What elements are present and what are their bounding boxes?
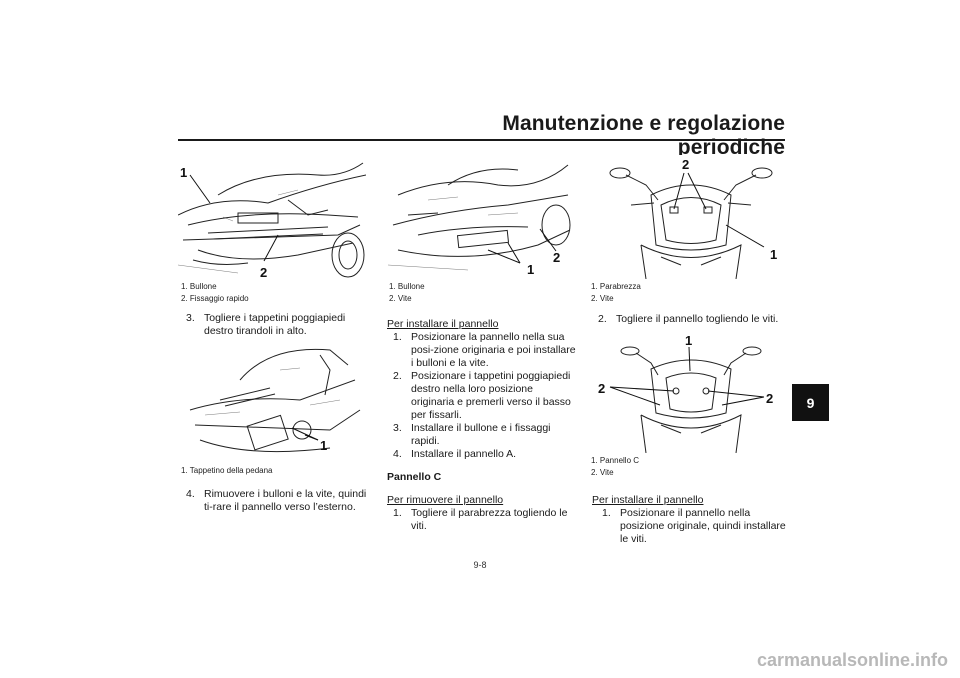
step-text: Posizionare il pannello nella posizione … [620,507,786,545]
caption-line: 2. Fissaggio rapido [181,294,249,303]
section-title: Pannello C [387,471,442,483]
step-2: 2. Togliere il pannello togliendo le vit… [598,313,786,326]
callout-1: 1 [527,262,534,277]
install-step: 2. Posizionare i tappetini poggiapiedi d… [387,370,579,422]
callout-2: 2 [598,381,605,396]
step-text: Installare il pannello A. [411,448,517,460]
page-number: 9-8 [473,560,487,570]
step-number: 1. [602,507,611,519]
panel-c-illustration: 1 2 2 [598,333,773,453]
subheading-install: Per installare il pannello [387,318,499,330]
windshield-illustration: 2 1 [609,157,777,279]
caption-line: 1. Tappetino della pedana [181,466,273,475]
caption-line: 1. Parabrezza [591,282,641,291]
page-title: Manutenzione e regolazione periodiche [502,112,785,159]
callout-2: 2 [766,391,773,406]
callout-1: 1 [320,438,327,453]
side-panel-illustration: 1 2 [388,164,571,277]
caption-line: 2. Vite [389,294,412,303]
step-text: Rimuovere i bulloni e la vite, quindi ti… [204,488,367,513]
callout-1: 1 [685,333,692,348]
step-4: 4. Rimuovere i bulloni e la vite, quindi… [186,488,372,514]
step-text: Installare il bullone e i fissaggi rapid… [411,422,551,447]
install-step: 4. Installare il pannello A. [387,448,579,461]
install-step: 3. Installare il bullone e i fissaggi ra… [387,422,579,448]
step-text: Posizionare i tappetini poggiapiedi dest… [411,370,571,421]
step-text: Togliere il parabrezza togliendo le viti… [411,507,568,532]
figure-footrest-mat: 1 [180,340,366,464]
subheading-remove: Per rimuovere il pannello [387,494,504,506]
figure-caption: 1. Tappetino della pedana [181,465,273,477]
step-number: 4. [186,488,195,500]
step-number: 3. [186,312,195,324]
figure-windshield: 2 1 [596,155,786,279]
callout-2: 2 [682,157,689,172]
install-panel-c-section: Per installare il pannello 1. Posizionar… [592,494,786,546]
step-text: Posizionare la pannello nella sua posi-z… [411,331,576,369]
subheading-install: Per installare il pannello [592,494,704,506]
step-3: 3. Togliere i tappetini poggiapiedi dest… [186,312,372,338]
step-number: 1. [393,331,402,343]
figure-panel-c: 1 2 2 [596,333,786,453]
caption-line: 2. Vite [591,468,614,477]
scooter-floor-illustration: 1 2 [178,162,366,279]
step-text: Togliere i tappetini poggiapiedi destro … [204,312,346,337]
install-panel-section: Per installare il pannello 1. Posizionar… [387,318,579,533]
caption-line: 2. Vite [591,294,614,303]
step-text: Togliere il pannello togliendo le viti. [616,313,779,325]
step-number: 3. [393,422,402,434]
footrest-illustration: 1 [189,348,361,453]
figure-caption: 1. Bullone 2. Fissaggio rapido [181,281,249,305]
caption-line: 1. Pannello C [591,456,640,465]
caption-line: 1. Bullone [181,282,217,291]
step-number: 1. [393,507,402,519]
figure-floor-bolts: 1 2 [178,155,366,279]
install-step: 1. Posizionare la pannello nella sua pos… [387,331,579,370]
figure-caption: 1. Pannello C 2. Vite [591,455,639,479]
step-number: 4. [393,448,402,460]
step-number: 2. [598,313,607,325]
figure-caption: 1. Parabrezza 2. Vite [591,281,641,305]
callout-2: 2 [260,265,267,279]
callout-1: 1 [770,247,777,262]
chapter-tab: 9 [792,384,829,421]
callout-1: 1 [180,165,187,180]
remove-step: 1. Togliere il parabrezza togliendo le v… [387,507,579,533]
figure-caption: 1. Bullone 2. Vite [389,281,425,305]
callout-2: 2 [553,250,560,265]
header-rule [178,139,785,141]
install-step: 1. Posizionare il pannello nella posizio… [592,507,786,546]
caption-line: 1. Bullone [389,282,425,291]
watermark: carmanualsonline.info [756,650,948,670]
figure-side-panel-bolts: 1 2 [388,155,574,279]
step-number: 2. [393,370,402,382]
